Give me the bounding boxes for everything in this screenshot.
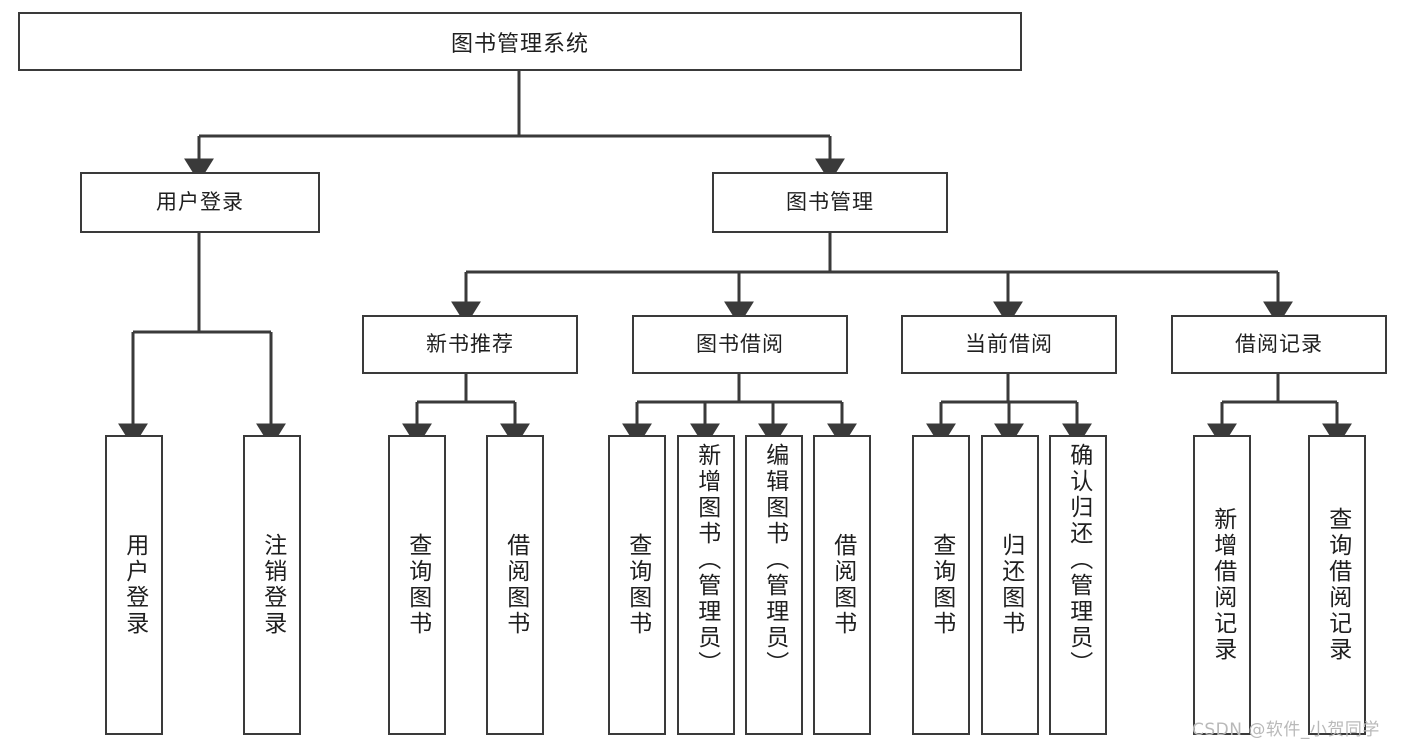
node-user-login[interactable]: 用户登录: [80, 172, 320, 233]
leaf-borrow-book-newbook[interactable]: 借阅图书: [486, 435, 544, 735]
leaf-query-book-newbook[interactable]: 查询图书: [388, 435, 446, 735]
leaf-query-book-current[interactable]: 查询图书: [912, 435, 970, 735]
leaf-borrow-book-borrow[interactable]: 借阅图书: [813, 435, 871, 735]
leaf-add-borrow-record[interactable]: 新增借阅记录: [1193, 435, 1251, 735]
node-root-library-system[interactable]: 图书管理系统: [18, 12, 1022, 71]
leaf-logout[interactable]: 注销登录: [243, 435, 301, 735]
node-borrow-record[interactable]: 借阅记录: [1171, 315, 1387, 374]
leaf-edit-book-admin[interactable]: 编辑图书（管理员）: [745, 435, 803, 735]
leaf-user-login[interactable]: 用户登录: [105, 435, 163, 735]
node-new-book-recommend[interactable]: 新书推荐: [362, 315, 578, 374]
leaf-add-book-admin[interactable]: 新增图书（管理员）: [677, 435, 735, 735]
leaf-confirm-return-admin[interactable]: 确认归还（管理员）: [1049, 435, 1107, 735]
node-book-management[interactable]: 图书管理: [712, 172, 948, 233]
node-book-borrow[interactable]: 图书借阅: [632, 315, 848, 374]
node-current-borrow[interactable]: 当前借阅: [901, 315, 1117, 374]
leaf-query-book-borrow[interactable]: 查询图书: [608, 435, 666, 735]
leaf-return-book[interactable]: 归还图书: [981, 435, 1039, 735]
leaf-query-borrow-record[interactable]: 查询借阅记录: [1308, 435, 1366, 735]
csdn-watermark: CSDN @软件_小贺同学: [1192, 720, 1380, 740]
